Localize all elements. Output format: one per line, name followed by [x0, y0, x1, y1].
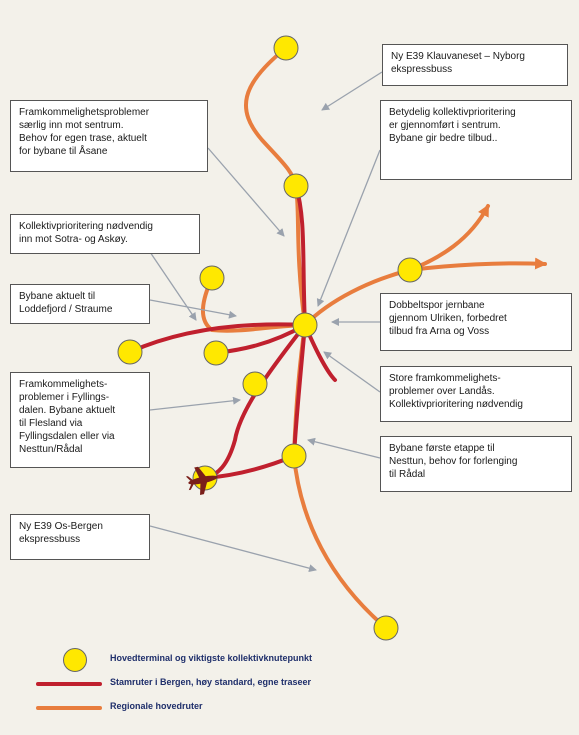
- callout-framkommelighet-fyllingsdalen: Framkommelighets- problemer i Fyllings- …: [10, 372, 150, 468]
- node-fyllingsdalen: [203, 340, 229, 366]
- arrow-e39-klauvaneset: [321, 71, 383, 111]
- legend-label-stamruter: Stamruter i Bergen, høy standard, egne t…: [110, 677, 312, 687]
- arrow-betydelig-kollektiv: [316, 149, 381, 307]
- node-arna: [397, 257, 423, 283]
- legend-row-stamruter: Stamruter i Bergen, høy standard, egne t…: [30, 672, 450, 696]
- regional-route-north: [243, 46, 298, 188]
- regional-route-south: [292, 323, 388, 630]
- trunk-route-loddefjord: [128, 322, 307, 354]
- arrow-framkommelighet-sentrum: [207, 147, 285, 237]
- node-loddefjord: [117, 339, 143, 365]
- node-askoy: [199, 265, 225, 291]
- arrow-kollektiv-sotra: [149, 251, 197, 321]
- pointer-arrows: [149, 71, 383, 573]
- node-sentrum: [292, 312, 318, 338]
- legend: Hovedterminal og viktigste kollektivknut…: [30, 648, 450, 720]
- legend-label-terminal: Hovedterminal og viktigste kollektivknut…: [110, 653, 313, 663]
- legend-row-regionale: Regionale hovedruter: [30, 696, 450, 720]
- terminal-dot-icon: [63, 648, 87, 672]
- callout-betydelig-kollektiv: Betydelig kollektivprioritering er gjenn…: [380, 100, 572, 180]
- airplane-icon: [185, 466, 218, 495]
- trunk-route-flesland: [203, 323, 307, 480]
- arrow-store-landaas: [323, 351, 381, 393]
- callout-e39-klauvaneset: Ny E39 Klauvaneset – Nyborg ekspressbuss: [382, 44, 568, 86]
- node-aasane: [283, 173, 309, 199]
- callout-store-landaas: Store framkommelighets- problemer over L…: [380, 366, 572, 422]
- node-os: [373, 615, 399, 641]
- callout-bybane-loddefjord: Bybane aktuelt til Loddefjord / Straume: [10, 284, 150, 324]
- legend-label-regionale: Regionale hovedruter: [110, 701, 203, 711]
- node-fyllingsdalen-south: [242, 371, 268, 397]
- regional-route-voss: [408, 204, 490, 272]
- arrow-bybane-loddefjord: [149, 299, 237, 319]
- trunk-line-icon: [36, 682, 102, 686]
- callout-framkommelighet-sentrum: Framkommelighetsproblemer særlig inn mot…: [10, 100, 208, 172]
- node-nesttun: [281, 443, 307, 469]
- arrow-e39-os-bergen: [149, 525, 317, 573]
- callout-dobbeltspor: Dobbeltspor jernbane gjennom Ulriken, fo…: [380, 293, 572, 351]
- callout-bybane-nesttun: Bybane første etappe til Nesttun, behov …: [380, 436, 572, 492]
- arrow-framkommelighet-fyllingsdalen: [149, 396, 241, 411]
- arrow-bybane-nesttun: [307, 437, 381, 459]
- regional-line-icon: [36, 706, 102, 710]
- callout-e39-os-bergen: Ny E39 Os-Bergen ekspressbuss: [10, 514, 150, 560]
- legend-row-terminal: Hovedterminal og viktigste kollektivknut…: [30, 648, 450, 672]
- callout-kollektiv-sotra: Kollektivprioritering nødvendig inn mot …: [10, 214, 200, 254]
- node-north: [273, 35, 299, 61]
